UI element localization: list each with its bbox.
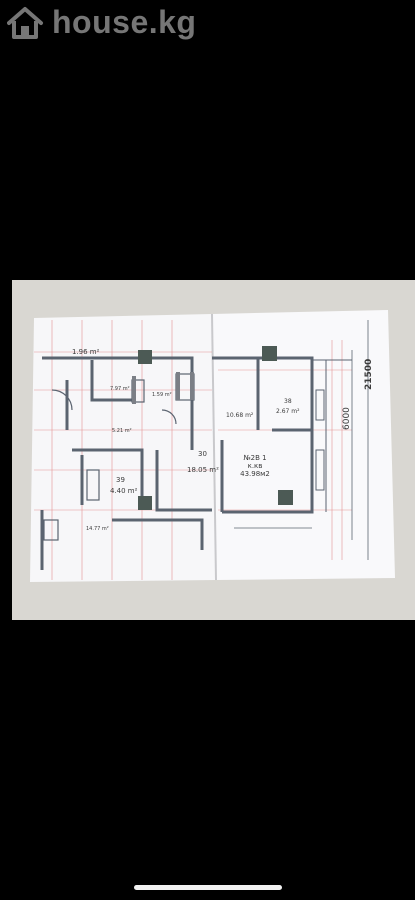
room-number-label: 39 bbox=[116, 476, 125, 484]
apartment-info: №2В 1 к.кв 43.98м2 bbox=[234, 454, 276, 478]
house-kg-watermark: house.kg bbox=[6, 4, 196, 41]
room-area-label: 4.40 m² bbox=[110, 487, 138, 495]
floor-plan-drawing bbox=[12, 280, 415, 620]
room-number-label: 30 bbox=[198, 450, 207, 458]
room-area-label: 14.77 m² bbox=[86, 526, 109, 532]
apartment-type: к.кв bbox=[247, 462, 263, 470]
room-area-label: 5.21 m² bbox=[112, 428, 132, 434]
room-area-label: 1.96 m² bbox=[72, 348, 100, 356]
room-number-label: 38 bbox=[284, 398, 292, 405]
apartment-number: №2В 1 bbox=[243, 454, 267, 462]
room-area-label: 10.68 m² bbox=[226, 412, 254, 419]
room-area-label: 7.97 m² bbox=[110, 386, 130, 392]
left-page bbox=[30, 314, 216, 582]
right-page bbox=[212, 310, 395, 580]
dimension-label: 21500 bbox=[364, 358, 374, 390]
watermark-brand: house.kg bbox=[52, 4, 197, 40]
room-area-label: 1.59 m² bbox=[152, 392, 172, 398]
home-indicator[interactable] bbox=[134, 885, 282, 890]
apartment-area: 43.98м2 bbox=[240, 470, 270, 478]
dimension-label: 6000 bbox=[342, 407, 352, 430]
room-area-label: 18.05 m² bbox=[187, 466, 219, 474]
room-area-label: 2.67 m² bbox=[276, 408, 300, 415]
floor-plan-photo: 1.96 m² 7.97 m² 1.59 m² 5.21 m² 30 18.05… bbox=[12, 280, 415, 620]
house-icon bbox=[6, 6, 44, 40]
